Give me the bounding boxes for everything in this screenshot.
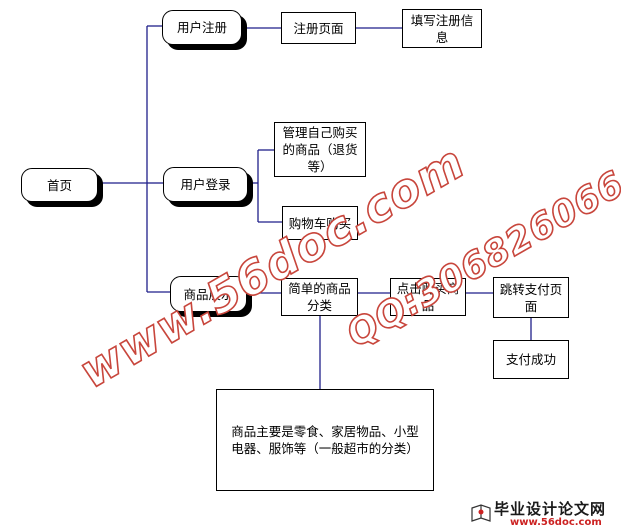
logo-url: www.56doc.com	[510, 517, 602, 528]
node-category-note: 商品主要是零食、家居物品、小型电器、服饰等（一般超市的分类）	[216, 389, 434, 491]
node-click-buy: 点击购买商品	[390, 278, 466, 316]
site-logo: 毕业设计论文网 www.56doc.com	[470, 498, 620, 532]
node-login-label: 用户登录	[180, 177, 231, 192]
node-product-display: 商品展示	[170, 276, 247, 312]
node-click-buy-label: 点击购买商品	[396, 281, 460, 313]
logo-title: 毕业设计论文网	[494, 500, 607, 518]
node-simple-categories: 简单的商品分类	[281, 278, 358, 316]
node-shopping-cart: 购物车购买	[282, 206, 358, 240]
node-manage-purchases-label: 管理自己购买的商品（退货等）	[282, 125, 358, 174]
node-home: 首页	[21, 168, 98, 202]
node-home-label: 首页	[46, 177, 72, 193]
node-fill-info-label: 填写注册信息	[410, 12, 474, 45]
node-register: 用户注册	[162, 10, 242, 45]
node-payment-success: 支付成功	[493, 340, 569, 379]
node-fill-info: 填写注册信息	[402, 9, 482, 48]
node-product-display-label: 商品展示	[183, 286, 234, 302]
book-logo-icon	[471, 504, 491, 522]
node-payment-page-label: 跳转支付页面	[499, 281, 563, 314]
node-register-page: 注册页面	[281, 12, 356, 44]
node-login: 用户登录	[163, 167, 248, 202]
node-payment-success-label: 支付成功	[505, 352, 556, 367]
node-payment-page: 跳转支付页面	[493, 277, 569, 318]
node-shopping-cart-label: 购物车购买	[288, 215, 352, 231]
node-manage-purchases: 管理自己购买的商品（退货等）	[274, 122, 366, 177]
node-simple-categories-label: 简单的商品分类	[288, 281, 351, 313]
node-register-page-label: 注册页面	[293, 20, 344, 36]
node-register-label: 用户注册	[176, 20, 227, 35]
node-category-note-label: 商品主要是零食、家居物品、小型电器、服饰等（一般超市的分类）	[231, 424, 419, 456]
